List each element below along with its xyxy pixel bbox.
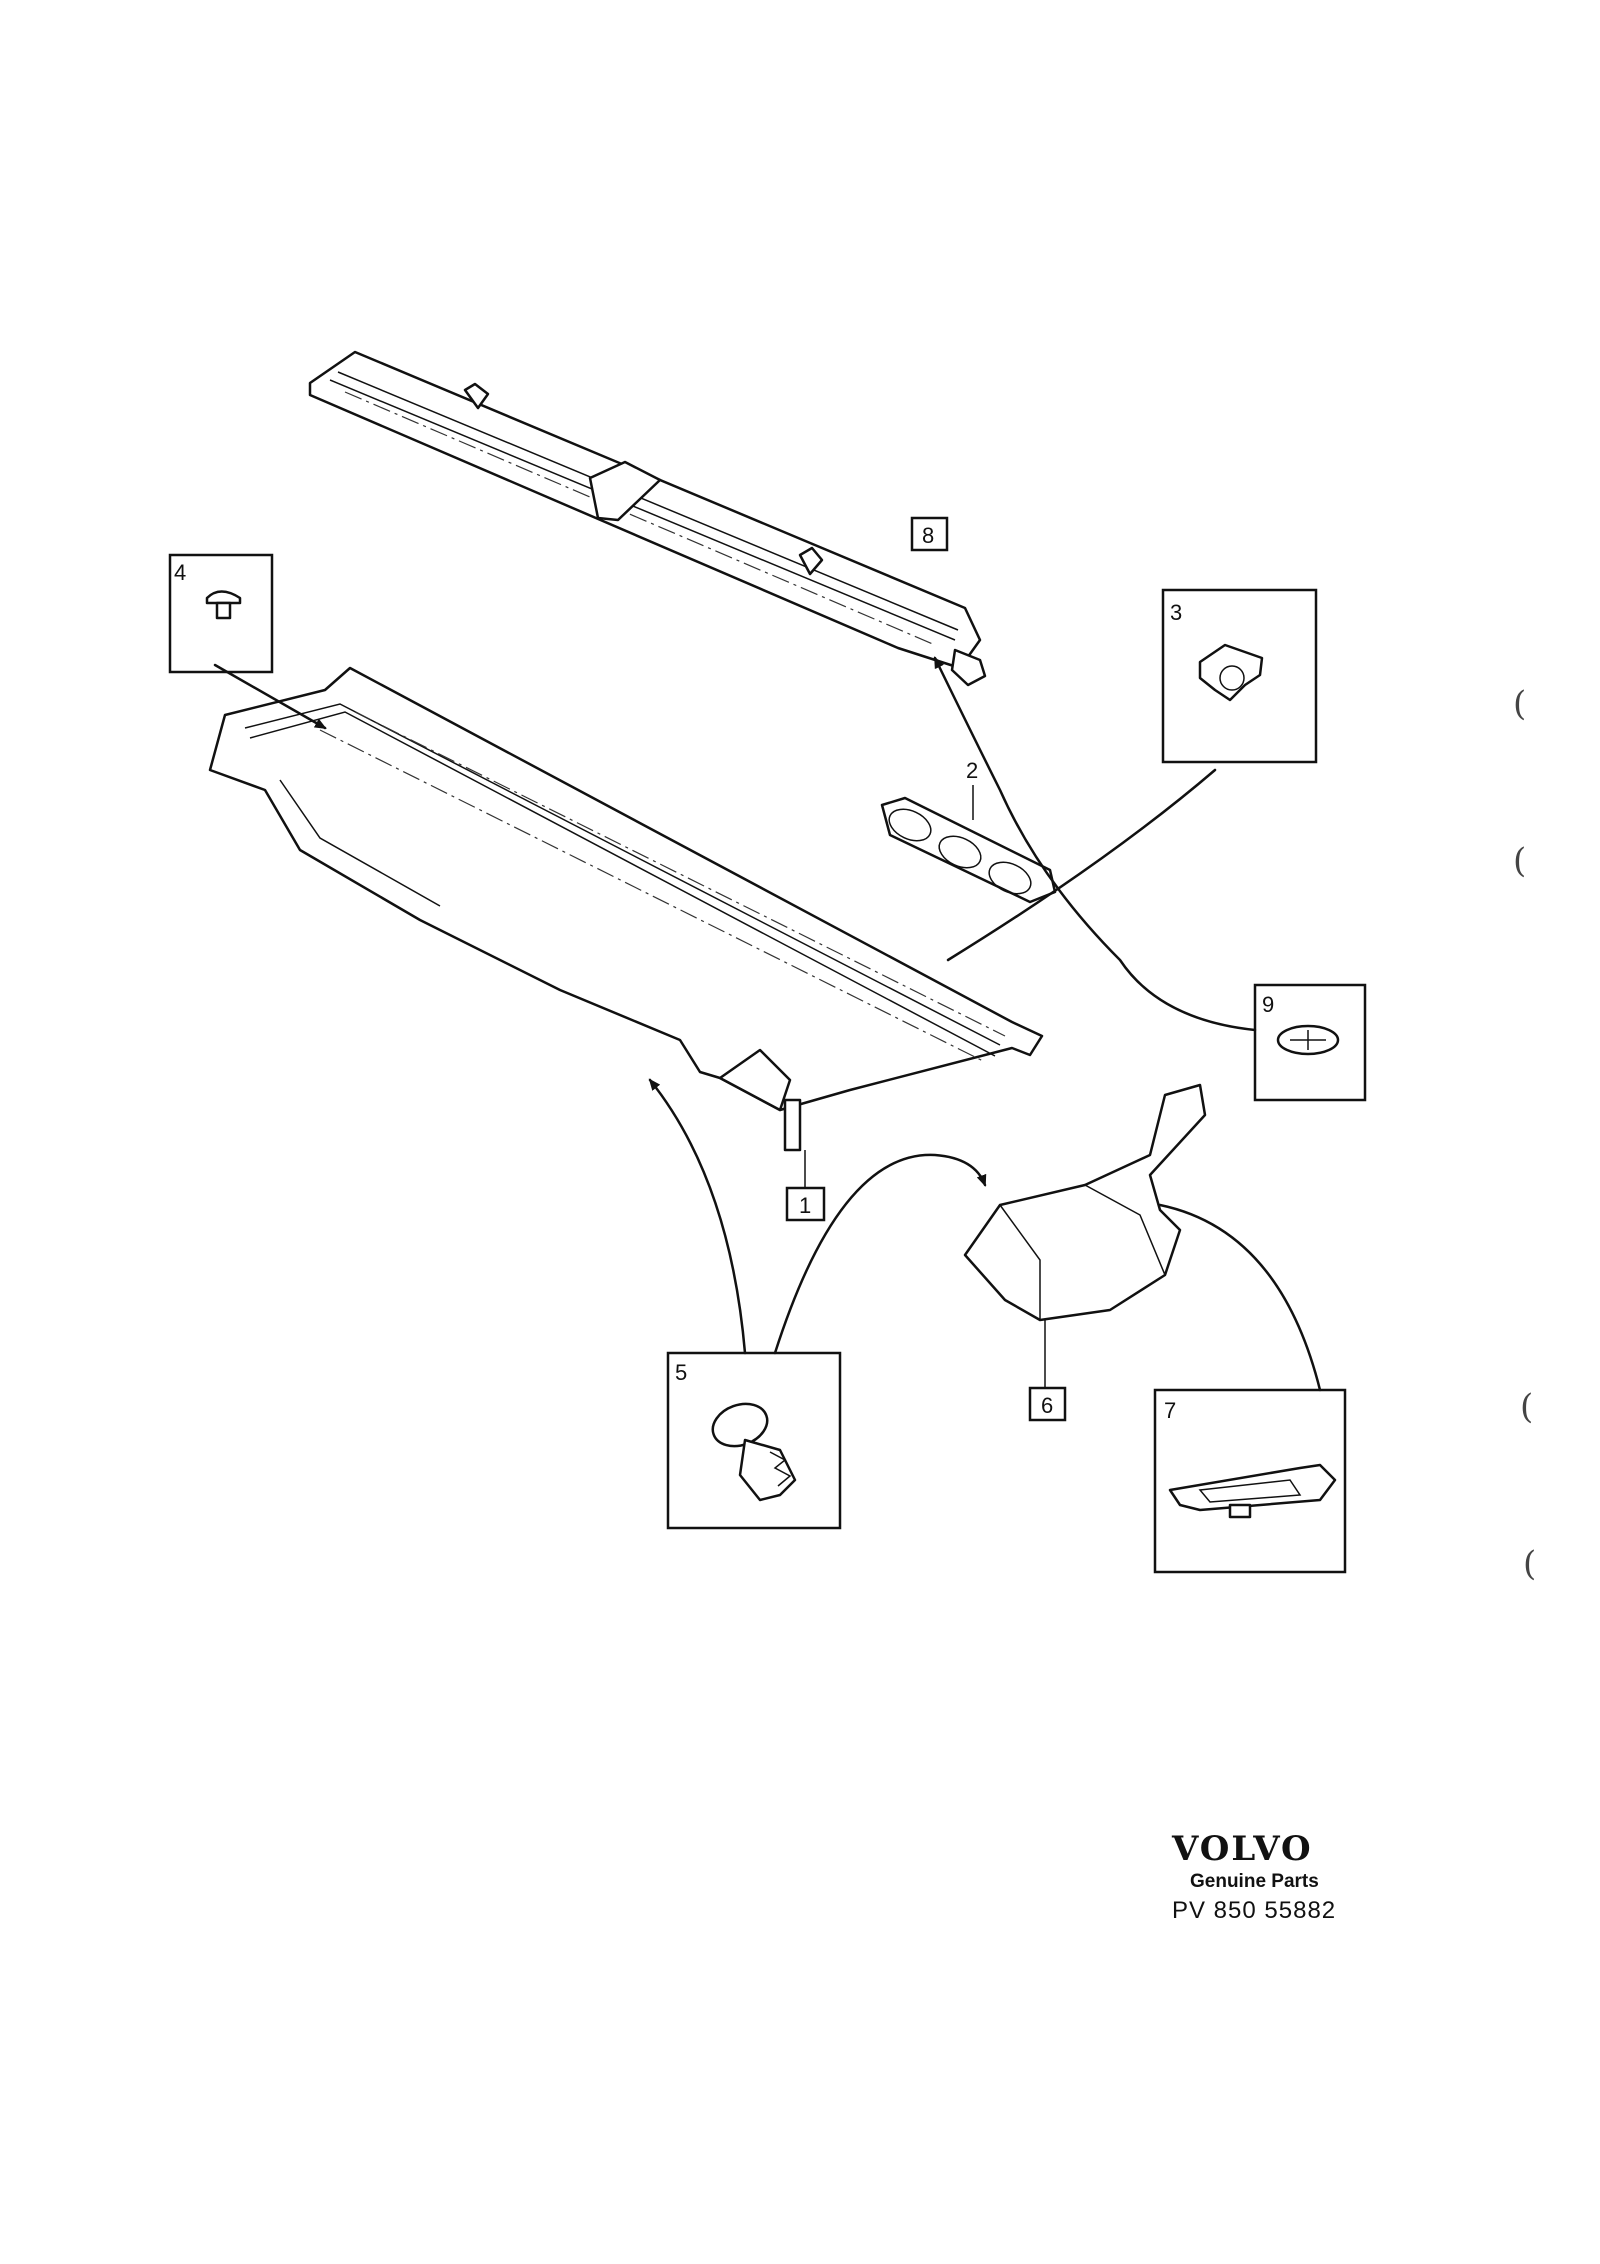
callout-8: 8 (922, 523, 934, 548)
part-8-rail (308, 350, 987, 687)
part-3-icon (1198, 643, 1264, 702)
part-4-icon (205, 590, 242, 620)
part-2-clip (880, 785, 1057, 904)
callout-box-8 (910, 516, 949, 552)
margin-mark: ( (1513, 684, 1526, 724)
part-1-tray (208, 666, 1044, 1152)
callout-3: 3 (1170, 600, 1182, 625)
callout-6: 6 (1041, 1393, 1053, 1418)
callout-5: 5 (675, 1360, 687, 1385)
leader-lines (213, 656, 1322, 1392)
part-9-icon (1276, 1024, 1340, 1056)
part-number: PV 850 55882 (1172, 1897, 1336, 1924)
callout-box-6 (1028, 1386, 1067, 1422)
part-6-trim (963, 1083, 1207, 1390)
callout-1: 1 (799, 1193, 811, 1218)
margin-mark: ( (1520, 1387, 1533, 1427)
margin-mark: ( (1523, 1544, 1536, 1584)
callout-4: 4 (174, 560, 186, 585)
callout-9: 9 (1262, 992, 1274, 1017)
callout-7: 7 (1164, 1398, 1176, 1423)
part-5-icon (711, 1402, 797, 1502)
volvo-logo: VOLVO (1171, 1829, 1313, 1869)
callout-2: 2 (966, 758, 978, 783)
part-7-icon (1168, 1463, 1337, 1519)
brand-tagline: Genuine Parts (1190, 1871, 1319, 1892)
margin-mark: ( (1513, 841, 1526, 881)
